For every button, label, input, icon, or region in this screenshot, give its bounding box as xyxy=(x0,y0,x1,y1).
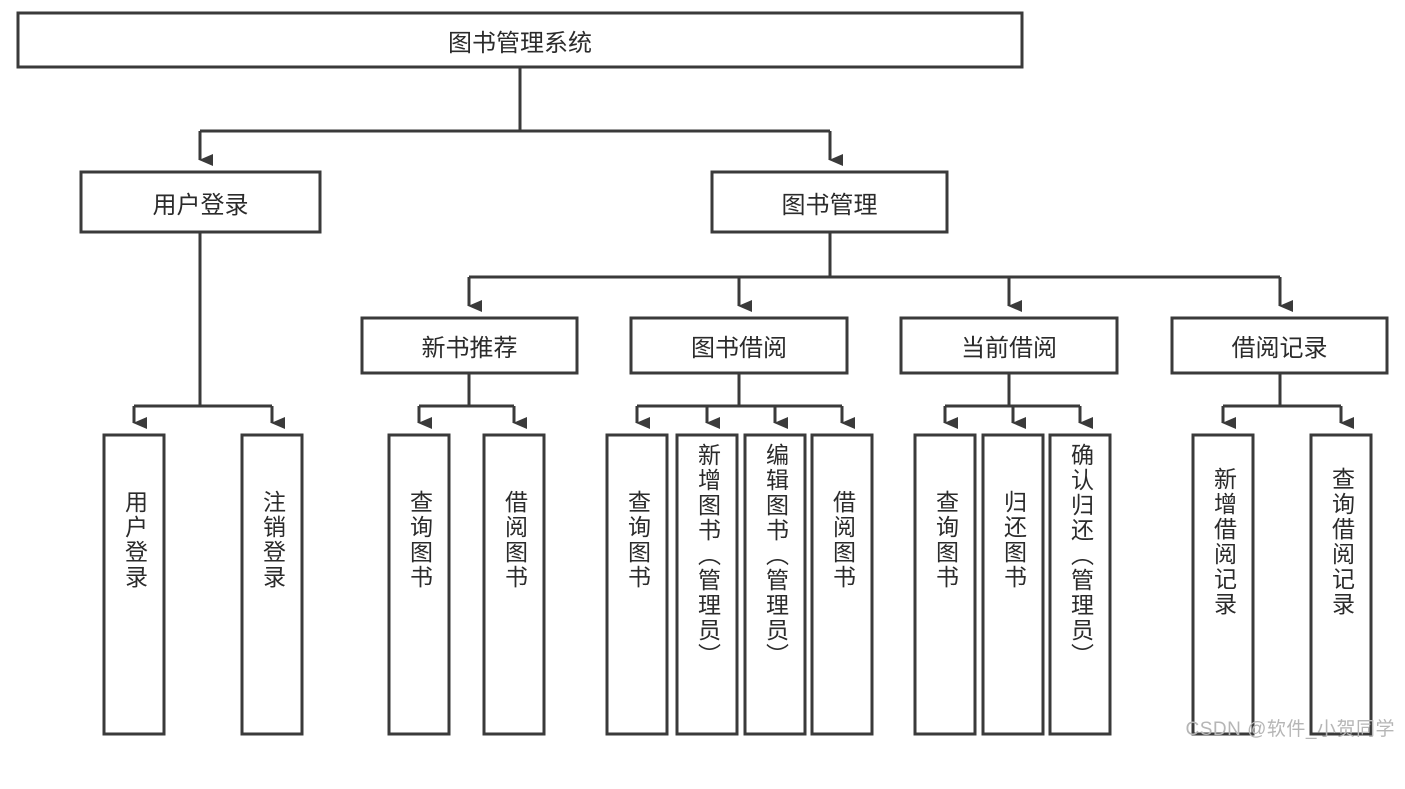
node-leaf-query-book-3[interactable] xyxy=(913,433,977,736)
node-leaf-borrow-book-2[interactable] xyxy=(810,433,874,736)
node-leaf-borrow-book-1[interactable] xyxy=(482,433,546,736)
node-book-management[interactable] xyxy=(710,170,949,234)
node-leaf-logout[interactable] xyxy=(240,433,304,736)
flowchart-canvas: 图书管理系统 用户登录 图书管理 新书推荐 图书借阅 当前借阅 借阅记录 用户登… xyxy=(16,11,1395,740)
node-borrow-record[interactable] xyxy=(1170,316,1389,375)
node-leaf-query-record[interactable] xyxy=(1309,433,1373,736)
node-leaf-return-book[interactable] xyxy=(981,433,1045,736)
watermark-text: CSDN @软件_小贺同学 xyxy=(1185,719,1395,740)
node-new-book-recommend[interactable] xyxy=(360,316,579,375)
node-leaf-query-book-2[interactable] xyxy=(605,433,669,736)
node-leaf-user-login[interactable] xyxy=(102,433,166,736)
node-current-borrow[interactable] xyxy=(899,316,1119,375)
flowchart-svg xyxy=(16,11,1389,736)
node-leaf-add-book[interactable] xyxy=(675,433,739,736)
node-leaf-edit-book[interactable] xyxy=(743,433,807,736)
node-root-book-management-system[interactable] xyxy=(16,11,1024,69)
node-leaf-add-record[interactable] xyxy=(1191,433,1255,736)
node-user-login[interactable] xyxy=(79,170,322,234)
node-leaf-query-book-1[interactable] xyxy=(387,433,451,736)
node-book-borrow[interactable] xyxy=(629,316,849,375)
node-leaf-confirm-return[interactable] xyxy=(1048,433,1112,736)
